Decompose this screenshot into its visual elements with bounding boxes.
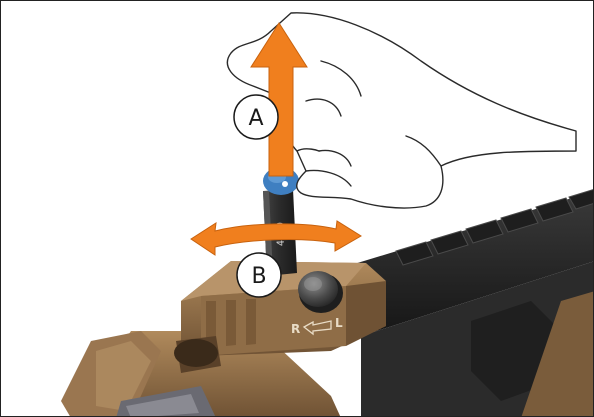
marking-left-letter: R (291, 322, 300, 336)
callout-b: B (237, 253, 281, 297)
callout-a-label: A (248, 106, 263, 131)
callout-b-label: B (251, 264, 266, 289)
marking-right-letter: L (335, 316, 343, 330)
callout-a: A (234, 95, 278, 139)
